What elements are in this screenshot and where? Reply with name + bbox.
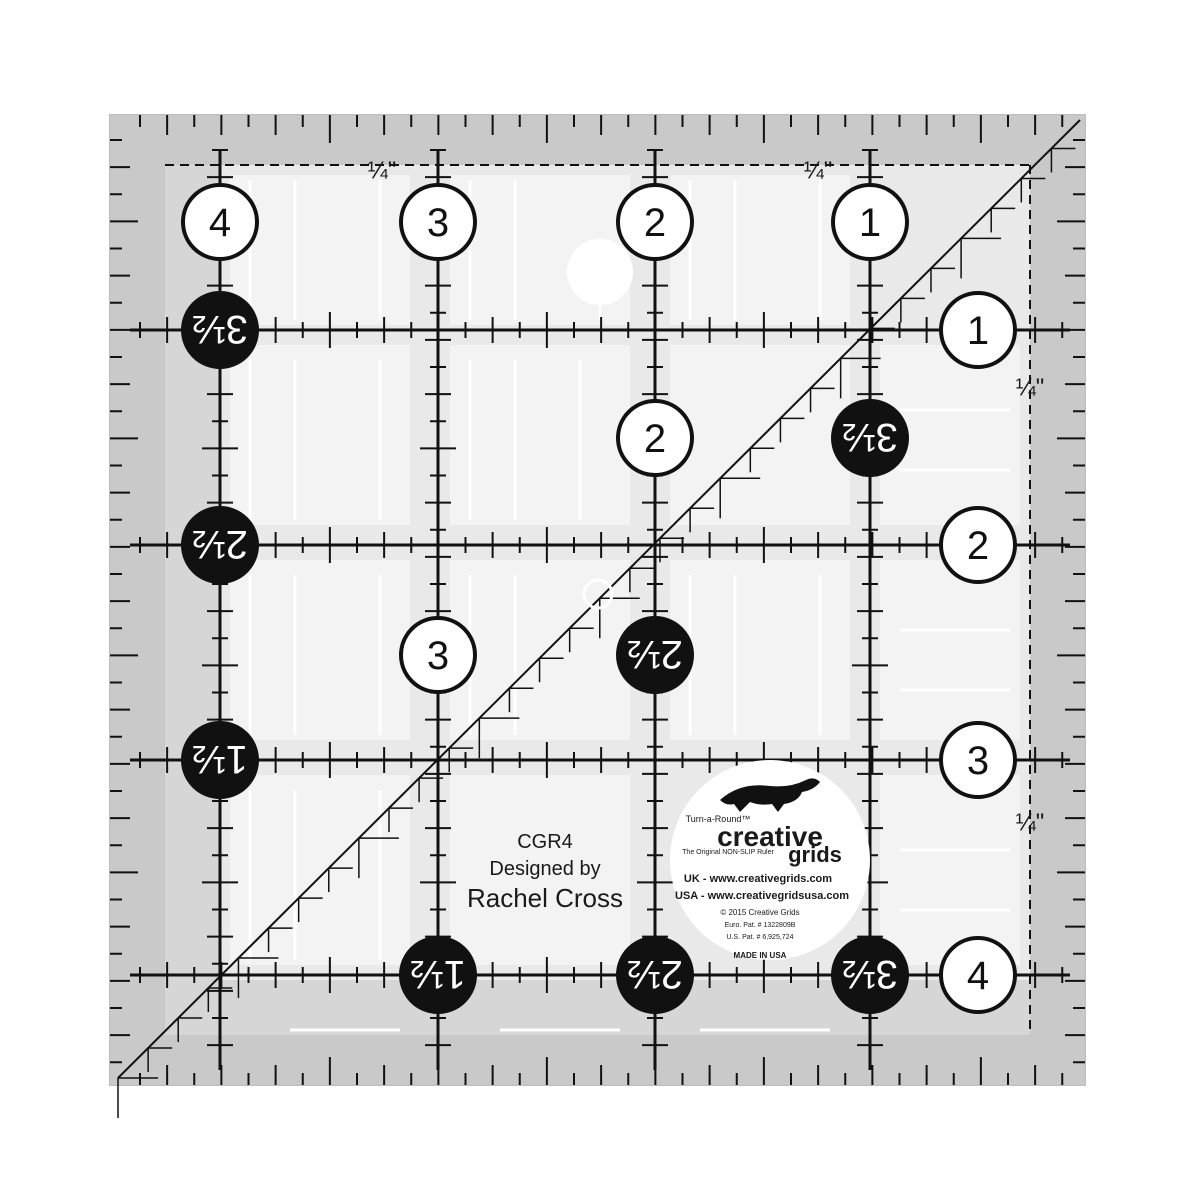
badge-top-1: 1 bbox=[831, 183, 909, 261]
designer-name: Rachel Cross bbox=[467, 883, 623, 913]
badge-right-4: 4 bbox=[939, 936, 1017, 1014]
badge-right-3: 3 bbox=[939, 721, 1017, 799]
logo-brand-1: creative bbox=[717, 821, 823, 852]
svg-text:1½: 1½ bbox=[192, 737, 248, 781]
svg-text:3½: 3½ bbox=[842, 952, 898, 996]
seam-label-right-upper: ¼" bbox=[1016, 374, 1045, 401]
badge-left-half: 1½ bbox=[181, 721, 259, 799]
logo-us-pat: U.S. Pat. # 6,925,724 bbox=[727, 934, 794, 941]
svg-text:3½: 3½ bbox=[842, 415, 898, 459]
svg-text:2: 2 bbox=[644, 417, 666, 461]
svg-text:1: 1 bbox=[967, 309, 989, 353]
inch-grid bbox=[110, 115, 1085, 1085]
badge-inner-2: 2 bbox=[616, 399, 694, 477]
logo-made-in: MADE IN USA bbox=[734, 951, 787, 960]
svg-text:2½: 2½ bbox=[627, 632, 683, 676]
badge-top-4: 4 bbox=[181, 183, 259, 261]
45-degree-line bbox=[117, 119, 1081, 1118]
white-eighth-marks bbox=[248, 180, 1010, 1032]
logo-euro-pat: Euro. Pat. # 1322809B bbox=[725, 922, 796, 929]
badge-top-3: 3 bbox=[399, 183, 477, 261]
logo-usa: USA - www.creativegridsusa.com bbox=[675, 890, 849, 902]
badge-inner-2-half: 2½ bbox=[616, 616, 694, 694]
badge-bottom-half: 3½ bbox=[831, 936, 909, 1014]
badge-bottom-half: 1½ bbox=[399, 936, 477, 1014]
brand-logo: Turn-a-Round™ creative grids The Origina… bbox=[670, 760, 870, 960]
logo-tagline: The Original NON-SLIP Ruler bbox=[682, 849, 774, 856]
svg-text:4: 4 bbox=[967, 954, 989, 998]
svg-text:2: 2 bbox=[644, 201, 666, 245]
svg-text:1½: 1½ bbox=[410, 952, 466, 996]
svg-text:4: 4 bbox=[209, 201, 231, 245]
logo-copyright: © 2015 Creative Grids bbox=[720, 908, 799, 917]
svg-text:2: 2 bbox=[967, 524, 989, 568]
svg-text:3: 3 bbox=[427, 201, 449, 245]
svg-text:1: 1 bbox=[859, 201, 881, 245]
badge-right-2: 2 bbox=[939, 506, 1017, 584]
number-badges: 4 3 2 1 1 2 3 4 3½ 2½ 1½ 1½ 2½ 3½ 2 3 3½ 2½ bbox=[181, 183, 1017, 1014]
seam-label-right-lower: ¼" bbox=[1016, 809, 1045, 836]
logo-uk: UK - www.creativegrids.com bbox=[684, 873, 832, 885]
logo-turn: Turn-a-Round™ bbox=[686, 814, 751, 824]
badge-top-2: 2 bbox=[616, 183, 694, 261]
svg-text:3: 3 bbox=[427, 634, 449, 678]
badge-left-half: 3½ bbox=[181, 291, 259, 369]
center-mark bbox=[582, 578, 614, 610]
seam-label-top-left: ¼" bbox=[368, 157, 397, 184]
badge-left-half: 2½ bbox=[181, 506, 259, 584]
designed-by: Designed by bbox=[489, 858, 600, 880]
model-number: CGR4 bbox=[517, 831, 573, 853]
seam-allowance-lines bbox=[165, 164, 1031, 1035]
diagonal-line bbox=[117, 119, 1081, 1079]
svg-text:3: 3 bbox=[967, 739, 989, 783]
badge-bottom-half: 2½ bbox=[616, 936, 694, 1014]
hanging-hole bbox=[567, 239, 633, 305]
badge-right-1: 1 bbox=[939, 291, 1017, 369]
fox-icon bbox=[720, 778, 820, 812]
badge-inner-3-half: 3½ bbox=[831, 399, 909, 477]
badge-inner-3: 3 bbox=[399, 616, 477, 694]
svg-text:2½: 2½ bbox=[192, 522, 248, 566]
svg-text:3½: 3½ bbox=[192, 307, 248, 351]
svg-text:2½: 2½ bbox=[627, 952, 683, 996]
seam-label-top-right: ¼" bbox=[804, 157, 833, 184]
logo-brand-2: grids bbox=[788, 842, 842, 867]
